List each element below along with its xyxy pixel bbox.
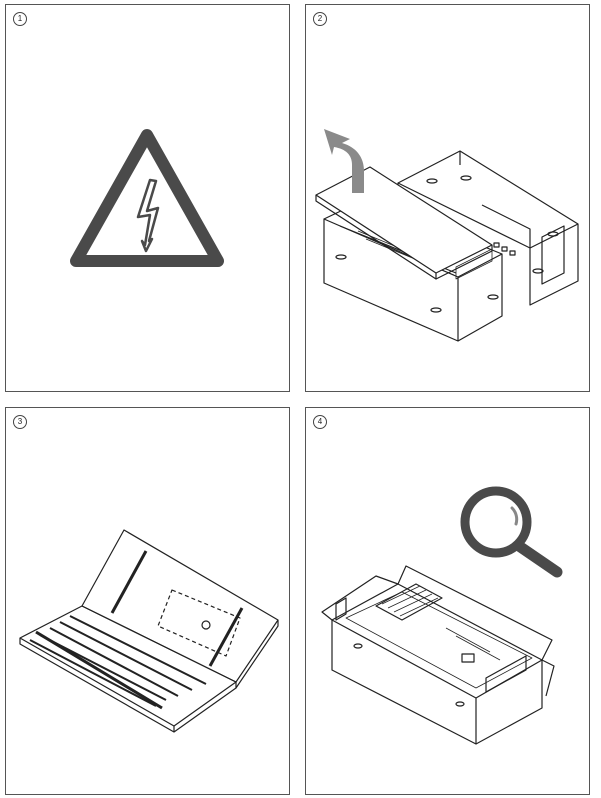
step-number: 3 — [13, 415, 27, 429]
unfolded-packaging-icon — [19, 529, 279, 733]
step-number: 2 — [313, 12, 327, 26]
inspect-contents-icon — [321, 486, 563, 745]
step-4-panel: 4 — [305, 407, 590, 795]
open-box-lid-icon — [315, 129, 579, 342]
step-number: 1 — [13, 12, 27, 26]
lift-arrow-icon — [324, 129, 364, 193]
step-number: 4 — [313, 415, 327, 429]
step-2-panel: 2 — [305, 4, 590, 392]
step-3-panel: 3 — [5, 407, 290, 795]
magnifier-icon — [460, 486, 563, 578]
electric-hazard-icon — [70, 129, 224, 267]
step-1-panel: 1 — [5, 4, 290, 392]
